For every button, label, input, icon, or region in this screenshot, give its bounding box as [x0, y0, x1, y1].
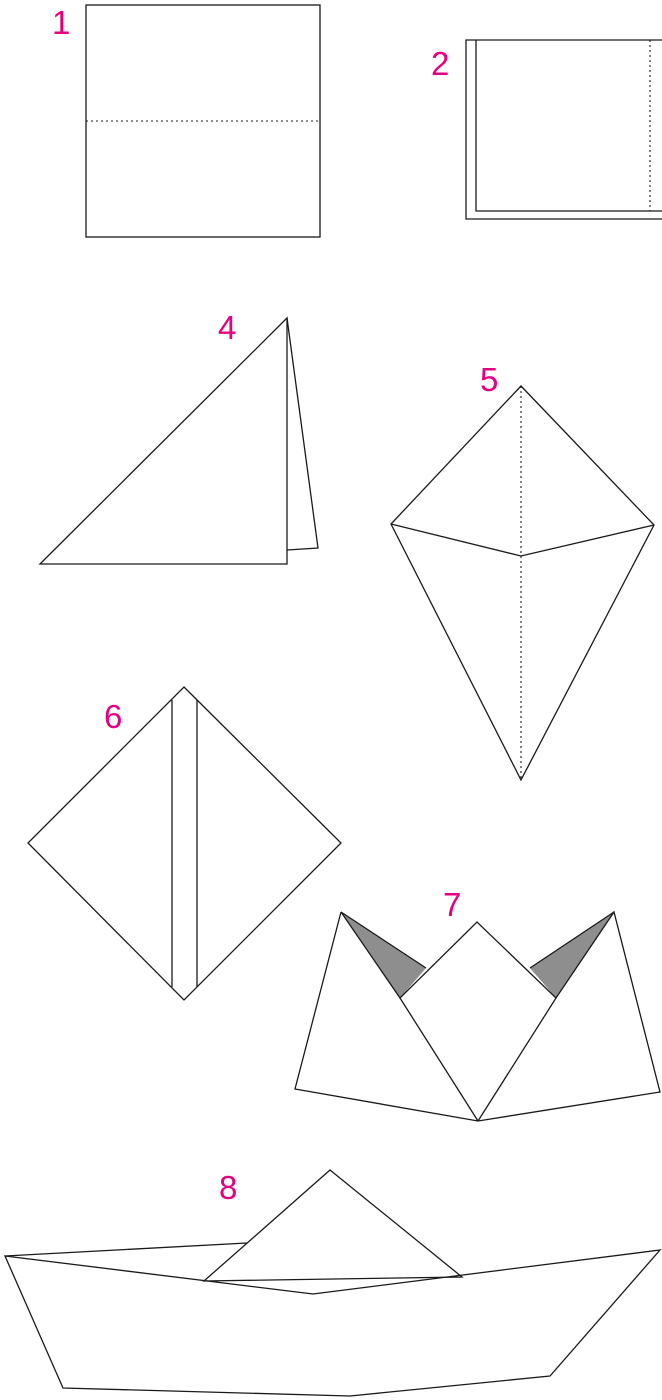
triangle-front [40, 318, 287, 564]
boat-sail [204, 1170, 462, 1281]
step-1-figure [86, 5, 320, 237]
step-5-figure [391, 386, 654, 780]
step-2-figure [466, 40, 662, 219]
step-7-figure [295, 912, 660, 1121]
step-1-label: 1 [52, 4, 70, 41]
step-6-label: 6 [104, 698, 122, 735]
right-center-fold [478, 998, 556, 1121]
kite-outline [391, 386, 654, 780]
left-center-fold [400, 998, 478, 1121]
step-7-label: 7 [443, 886, 461, 923]
diamond-outline [28, 687, 341, 1000]
step-8-figure [5, 1170, 660, 1396]
step-5-label: 5 [480, 361, 498, 398]
kite-crease [391, 524, 654, 556]
step-4-label: 4 [218, 309, 236, 346]
hat-outline [295, 912, 660, 1121]
step-8-label: 8 [219, 1169, 237, 1206]
inner-layer-edge [476, 40, 662, 211]
step-4-figure [40, 318, 318, 564]
boat-hull [5, 1250, 660, 1396]
step-6-figure [28, 687, 341, 1000]
outer-layer-edge [466, 40, 662, 219]
boat-deck-edge [5, 1243, 247, 1256]
triangle-back-layer [287, 318, 318, 550]
step-2-label: 2 [431, 45, 449, 82]
